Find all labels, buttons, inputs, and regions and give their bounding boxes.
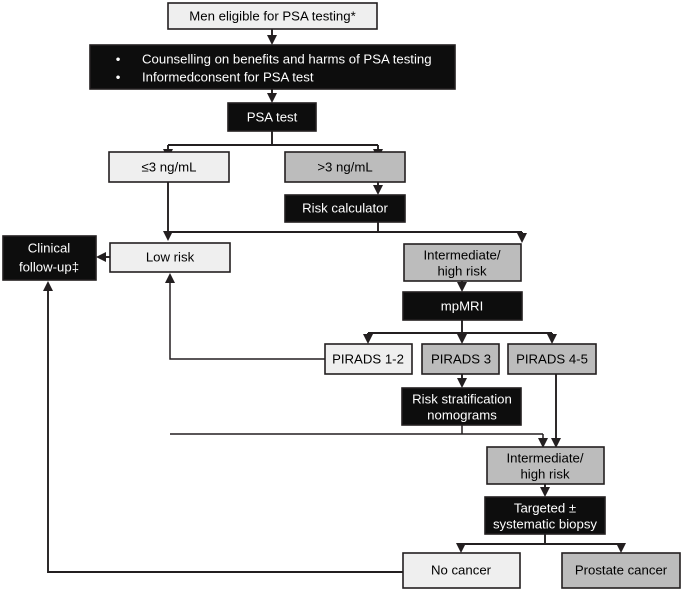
arrowhead-no-cancer [456, 543, 466, 553]
node-risk-calculator[interactable]: Risk calculator [284, 194, 406, 223]
node-counselling[interactable]: • Counselling on benefits and harms of P… [89, 44, 456, 90]
node-pirads-3-label: PIRADS 3 [431, 351, 491, 366]
node-nomograms-box [401, 387, 522, 426]
edge-nomograms-split [170, 424, 544, 441]
node-biopsy-line-2: systematic biopsy [493, 516, 597, 531]
node-biopsy[interactable]: Targeted ± systematic biopsy [484, 496, 606, 535]
node-no-cancer-label: No cancer [431, 562, 492, 577]
node-psa-test-box [227, 102, 317, 132]
node-pirads-3-box [421, 343, 500, 375]
arrowhead-pirads-1-2 [363, 334, 373, 344]
node-men-eligible[interactable]: Men eligible for PSA testing* [167, 2, 378, 30]
node-psa-low[interactable]: ≤3 ng/mL [108, 151, 230, 183]
node-low-risk[interactable]: Low risk [109, 242, 231, 273]
node-psa-low-box [108, 151, 230, 183]
node-nomograms[interactable]: Risk stratification nomograms [401, 387, 522, 426]
edge-nocancer-to-followup [47, 289, 403, 573]
node-pirads-4-5-box [507, 343, 597, 375]
node-psa-low-label: ≤3 ng/mL [142, 159, 197, 174]
connector-layer [43, 29, 626, 573]
node-low-risk-box [109, 242, 231, 273]
arrowhead-inter-high-1 [517, 233, 527, 243]
arrowhead-inter-high-2-from-pirads45 [551, 438, 561, 448]
arrowhead-clinical-followup [96, 252, 106, 262]
edge-mpmri-split [367, 320, 553, 337]
node-psa-high[interactable]: >3 ng/mL [284, 151, 406, 183]
counselling-bullet-1-marker: • [116, 51, 121, 66]
arrowhead-low-risk-top [163, 231, 173, 241]
counselling-bullet-1-label: Counselling on benefits and harms of PSA… [142, 51, 432, 66]
node-pirads-1-2-label: PIRADS 1-2 [332, 351, 404, 366]
node-no-cancer-box [402, 552, 521, 589]
node-counselling-box [89, 44, 456, 90]
arrowhead-inter-high-2-from-nomograms [538, 438, 548, 448]
node-intermediate-high-risk-1[interactable]: Intermediate/ high risk [403, 243, 522, 282]
arrowhead-biopsy [540, 487, 550, 497]
node-intermediate-high-risk-2-box [486, 446, 605, 485]
node-intermediate-high-risk-1-line-1: Intermediate/ [424, 247, 501, 262]
node-risk-calculator-box [284, 194, 406, 223]
node-men-eligible-box [167, 2, 378, 30]
node-biopsy-line-1: Targeted ± [514, 500, 576, 515]
node-clinical-followup-line-2: follow-up‡ [19, 259, 79, 274]
node-clinical-followup[interactable]: Clinical follow-up‡ [2, 235, 97, 281]
edge-riskcalc-split [168, 222, 523, 237]
node-clinical-followup-box [2, 235, 97, 281]
arrowhead-pirads-4-5 [547, 334, 557, 344]
node-prostate-cancer[interactable]: Prostate cancer [561, 552, 681, 589]
node-risk-calculator-label: Risk calculator [302, 200, 388, 215]
node-intermediate-high-risk-2-line-2: high risk [520, 466, 570, 481]
node-no-cancer[interactable]: No cancer [402, 552, 521, 589]
node-clinical-followup-line-1: Clinical [28, 240, 71, 255]
node-pirads-3[interactable]: PIRADS 3 [421, 343, 500, 375]
arrowhead-clinical-followup-return [43, 281, 53, 291]
node-men-eligible-label: Men eligible for PSA testing* [189, 8, 355, 23]
arrowhead-pirads-3 [457, 334, 467, 344]
counselling-bullet-2-label: Informedconsent for PSA test [142, 69, 314, 84]
node-prostate-cancer-box [561, 552, 681, 589]
node-intermediate-high-risk-2[interactable]: Intermediate/ high risk [486, 446, 605, 485]
node-psa-test[interactable]: PSA test [227, 102, 317, 132]
node-psa-test-label: PSA test [247, 109, 298, 124]
arrowhead-counselling [267, 35, 277, 45]
node-pirads-4-5[interactable]: PIRADS 4-5 [507, 343, 597, 375]
node-pirads-4-5-label: PIRADS 4-5 [516, 351, 588, 366]
arrowhead-psa-test [267, 93, 277, 103]
arrowhead-lowrisk-from-pirads [165, 273, 175, 283]
node-psa-high-box [284, 151, 406, 183]
node-intermediate-high-risk-1-line-2: high risk [437, 263, 487, 278]
node-low-risk-label: Low risk [146, 249, 195, 264]
node-prostate-cancer-label: Prostate cancer [575, 562, 668, 577]
node-intermediate-high-risk-2-line-1: Intermediate/ [507, 450, 584, 465]
node-mpmri[interactable]: mpMRI [402, 291, 523, 321]
node-biopsy-box [484, 496, 606, 535]
arrowhead-nomograms [457, 378, 467, 388]
node-pirads-1-2[interactable]: PIRADS 1-2 [324, 343, 413, 375]
edge-pirads12-to-lowrisk [169, 281, 325, 360]
node-intermediate-high-risk-1-box [403, 243, 522, 282]
arrowhead-risk-calculator [373, 185, 383, 195]
node-pirads-1-2-box [324, 343, 413, 375]
arrowhead-mpmri [457, 282, 467, 292]
arrowhead-prostate-cancer [616, 543, 626, 553]
node-nomograms-line-1: Risk stratification [412, 391, 512, 406]
node-nomograms-line-2: nomograms [427, 407, 497, 422]
edge-biopsy-split [460, 533, 622, 547]
edge-psa-split [167, 131, 379, 152]
node-psa-high-label: >3 ng/mL [317, 159, 372, 174]
node-mpmri-box [402, 291, 523, 321]
node-mpmri-label: mpMRI [441, 298, 484, 313]
counselling-bullet-2-marker: • [116, 69, 121, 84]
